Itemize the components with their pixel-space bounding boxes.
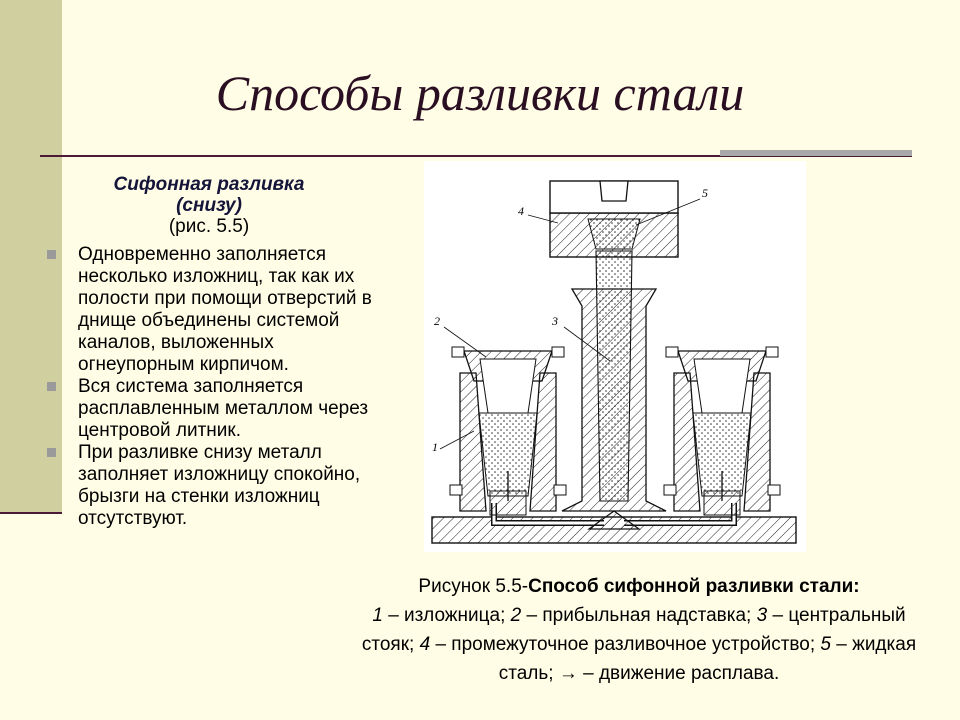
leader-2 bbox=[443, 326, 487, 358]
leader-1 bbox=[439, 430, 475, 450]
leader-5 bbox=[635, 198, 701, 226]
right-clamp-bot-l bbox=[663, 484, 677, 496]
bullet-item: Одновременно заполняется несколько излож… bbox=[44, 244, 374, 376]
caption-t1: – изложница; bbox=[382, 605, 511, 626]
left-clamp-top-l bbox=[451, 346, 465, 358]
caption-t4: – промежуточное разливочное устройство; bbox=[430, 634, 821, 655]
square-bullet-icon bbox=[47, 250, 56, 259]
caption-t2: – прибыльная надставка; bbox=[521, 605, 757, 626]
figure-caption: Рисунок 5.5-Способ сифонной разливки ста… bbox=[352, 572, 926, 688]
left-mold-wall-right bbox=[529, 372, 557, 512]
slide-title: Способы разливки стали bbox=[215, 65, 745, 121]
central-distributor bbox=[587, 510, 641, 530]
text-column: Сифонная разливка (снизу) (рис. 5.5) Одн… bbox=[44, 174, 374, 530]
side-accent-line bbox=[0, 512, 62, 514]
subheading-line2: (снизу) bbox=[176, 195, 242, 216]
bullet-item: При разливке снизу металл заполняет изло… bbox=[44, 442, 374, 530]
title-rule-band bbox=[720, 150, 912, 156]
caption-n2: 2 bbox=[510, 605, 522, 626]
caption-t3: – центральный стояк; bbox=[361, 605, 906, 655]
label-3: 3 bbox=[551, 314, 558, 328]
label-5: 5 bbox=[702, 186, 708, 200]
title-rule bbox=[40, 155, 912, 157]
tundish-cup bbox=[587, 218, 641, 250]
caption-n3: 3 bbox=[756, 605, 768, 626]
right-clamp-top-l bbox=[665, 346, 679, 358]
caption-n1: 1 bbox=[372, 605, 383, 626]
right-clamp-bot-r bbox=[767, 484, 781, 496]
bullet-item: Вся система заполняется расплавленным ме… bbox=[44, 376, 374, 442]
square-bullet-icon bbox=[47, 448, 56, 457]
bullet-text: Одновременно заполняется несколько излож… bbox=[78, 244, 372, 375]
caption-t5: – жидкая сталь; → – движение расплава. bbox=[498, 634, 917, 684]
bullet-text: Вся система заполняется расплавленным ме… bbox=[78, 376, 369, 441]
label-1: 1 bbox=[432, 440, 438, 454]
label-2: 2 bbox=[434, 314, 440, 328]
left-clamp-bot-l bbox=[449, 484, 463, 496]
caption-n4: 4 bbox=[419, 634, 431, 655]
diagram-svg: 1 2 3 4 5 bbox=[431, 180, 797, 544]
square-bullet-icon bbox=[47, 382, 56, 391]
label-4: 4 bbox=[518, 204, 524, 218]
caption-n5: 5 bbox=[820, 634, 831, 655]
tundish-nozzle bbox=[599, 180, 629, 202]
caption-prefix: Рисунок 5.5- bbox=[418, 576, 529, 597]
left-clamp-bot-r bbox=[553, 484, 567, 496]
left-clamp-top-r bbox=[551, 346, 565, 358]
right-clamp-top-r bbox=[765, 346, 779, 358]
caption-title: Способ сифонной разливки стали: bbox=[528, 576, 860, 597]
leader-4 bbox=[527, 214, 559, 224]
bullet-text: При разливке снизу металл заполняет изло… bbox=[78, 442, 361, 529]
central-riser-channel bbox=[595, 250, 633, 502]
right-hot-top-cavity bbox=[693, 358, 751, 414]
right-mold-wall-right bbox=[743, 372, 771, 512]
subheading-line1: Сифонная разливка bbox=[113, 174, 305, 195]
leader-3 bbox=[563, 326, 611, 362]
siphon-casting-diagram: 1 2 3 4 5 bbox=[424, 161, 806, 552]
bullet-list: Одновременно заполняется несколько излож… bbox=[44, 244, 374, 530]
figure-reference: (рис. 5.5) bbox=[168, 216, 250, 237]
left-hot-top-cavity bbox=[479, 358, 537, 414]
